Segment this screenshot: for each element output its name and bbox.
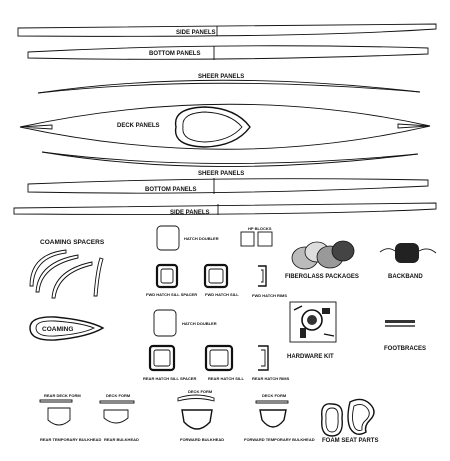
fiberglass-packages-label: FIBERGLASS PACKAGES xyxy=(285,274,359,280)
forward-bulkhead-part: DECK FORM FORWARD BULKHEAD xyxy=(177,389,224,442)
fwd-hatch-sill-label: FWD HATCH SILL xyxy=(205,292,239,297)
coaming-spacers: COAMING SPACERS xyxy=(29,239,105,299)
coaming-label: COAMING xyxy=(42,326,73,333)
fwd-hatch-rims-label: FWD HATCH RIMS xyxy=(252,293,287,298)
rear-hatch-sill-spacer: REAR HATCH SILL SPACER xyxy=(143,344,196,381)
side-panels-top: SIDE PANELS xyxy=(17,23,437,37)
rear-hatch-sill-label: REAR HATCH SILL xyxy=(208,376,244,381)
rear-bulkhead-label: REAR BULKHEAD xyxy=(104,437,139,442)
fwd-hatch-sill-spacer-label: FWD HATCH SILL SPACER xyxy=(146,292,197,297)
deck-form-1-label: DECK FORM xyxy=(106,393,131,398)
side-panels-top-label: SIDE PANELS xyxy=(176,30,216,36)
bottom-panels-bottom: BOTTOM PANELS xyxy=(27,178,429,194)
hardware-kit: HARDWARE KIT xyxy=(287,301,337,360)
deck-form-3-label: DECK FORM xyxy=(262,393,287,398)
hatch-doubler-1-label: HATCH DOUBLER xyxy=(184,236,219,241)
deck-form-2-label: DECK FORM xyxy=(188,389,213,394)
hardware-kit-label: HARDWARE KIT xyxy=(287,354,334,360)
foam-seat-parts-label: FOAM SEAT PARTS xyxy=(322,438,378,444)
rear-hatch-sill-spacer-label: REAR HATCH SILL SPACER xyxy=(143,376,196,381)
hp-blocks-label: HP BLOCKS xyxy=(248,226,272,231)
forward-bulkhead-label: FORWARD BULKHEAD xyxy=(180,437,224,442)
rear-hatch-sill: REAR HATCH SILL xyxy=(204,344,244,381)
forward-temporary-bulkhead-label: FORWARD TEMPORARY BULKHEAD xyxy=(244,437,315,442)
rear-deck-form-part: REAR DECK FORM REAR TEMPORARY BULKHEAD xyxy=(39,393,101,442)
sheer-panels-top-label: SHEER PANELS xyxy=(198,74,244,80)
hatch-doubler-1: HATCH DOUBLER xyxy=(156,225,219,251)
hatch-doubler-2: HATCH DOUBLER xyxy=(153,309,217,337)
fwd-hatch-sill: FWD HATCH SILL xyxy=(203,263,239,297)
fiberglass-packages: FIBERGLASS PACKAGES xyxy=(285,240,359,280)
cockpit-opening xyxy=(174,106,251,148)
side-panels-bottom: SIDE PANELS xyxy=(13,202,437,216)
sheer-panels-bottom: SHEER PANELS xyxy=(41,151,419,177)
side-panels-bottom-label: SIDE PANELS xyxy=(170,210,210,216)
coaming: COAMING xyxy=(29,316,105,341)
rear-temporary-bulkhead-label: REAR TEMPORARY BULKHEAD xyxy=(40,437,101,442)
sheer-panels-top: SHEER PANELS xyxy=(37,74,421,94)
backband: BACKBAND xyxy=(379,243,437,280)
coaming-spacers-label: COAMING SPACERS xyxy=(40,239,105,246)
sheer-panels-bottom-label: SHEER PANELS xyxy=(198,171,244,177)
rear-deck-form-label: REAR DECK FORM xyxy=(44,393,81,398)
rear-hatch-rims: REAR HATCH RIMS xyxy=(252,345,290,381)
backband-label: BACKBAND xyxy=(388,274,423,280)
hp-blocks: HP BLOCKS xyxy=(240,226,273,247)
fwd-hatch-rims: FWD HATCH RIMS xyxy=(252,265,287,298)
footbraces: FOOTBRACES xyxy=(384,320,426,352)
bottom-panels-top-label: BOTTOM PANELS xyxy=(149,51,200,57)
deck-panels-label: DECK PANELS xyxy=(117,123,160,129)
deck-panels: DECK PANELS xyxy=(19,103,431,150)
forward-temporary-bulkhead-part: DECK FORM FORWARD TEMPORARY BULKHEAD xyxy=(244,393,315,442)
fwd-hatch-sill-spacer: FWD HATCH SILL SPACER xyxy=(146,263,197,297)
foam-seat-parts: FOAM SEAT PARTS xyxy=(321,398,378,444)
bottom-panels-top: BOTTOM PANELS xyxy=(27,45,429,60)
hatch-doubler-2-label: HATCH DOUBLER xyxy=(182,321,217,326)
footbraces-label: FOOTBRACES xyxy=(384,346,426,352)
bottom-panels-bottom-label: BOTTOM PANELS xyxy=(145,187,196,193)
rear-bulkhead-part: DECK FORM REAR BULKHEAD xyxy=(99,393,139,442)
rear-hatch-rims-label: REAR HATCH RIMS xyxy=(252,376,290,381)
